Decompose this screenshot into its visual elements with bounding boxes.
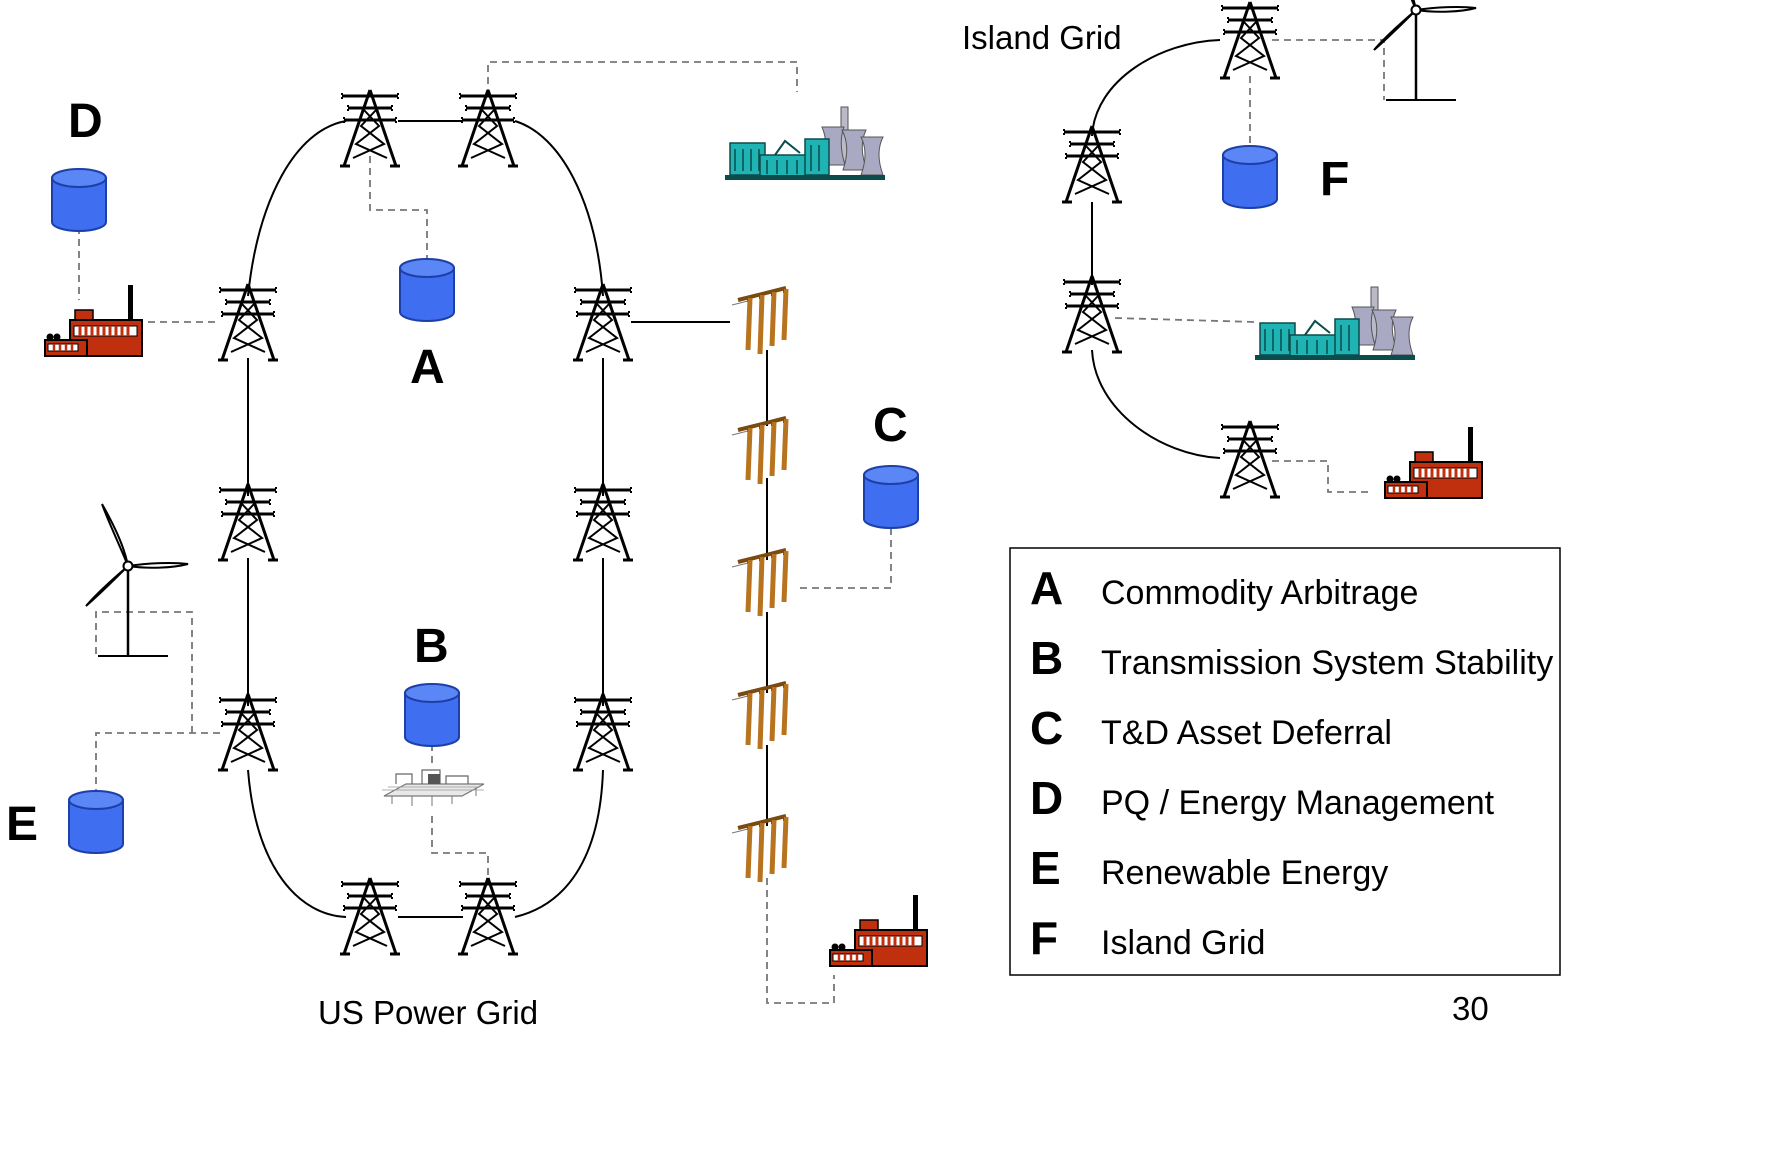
legend-item: E Renewable Energy (1030, 842, 1388, 894)
legend-item: C T&D Asset Deferral (1030, 702, 1392, 754)
us-grid-towers (216, 88, 635, 956)
site-label-c: C (873, 399, 908, 452)
page-number: 30 (1452, 990, 1489, 1027)
battery-storage-icon-e (68, 790, 124, 854)
legend-text: PQ / Energy Management (1101, 784, 1495, 822)
utility-pole-4 (732, 683, 786, 749)
island-connector-factory (1272, 460, 1373, 493)
island-wire-top-arc (1091, 39, 1221, 137)
utility-pole-3 (732, 550, 786, 616)
tower-bottom-left (338, 876, 402, 956)
wire-bottom-left-arc (247, 769, 347, 918)
island-connector-turbine (1272, 39, 1385, 100)
island-wire-bottom-arc (1091, 349, 1221, 459)
factory-icon-c (828, 893, 929, 968)
wire-top-left-arc (247, 120, 347, 297)
battery-storage-icon-c (863, 465, 919, 529)
legend-item: F Island Grid (1030, 912, 1265, 964)
island-connector-plant (1114, 317, 1256, 323)
site-label-e: E (6, 798, 38, 851)
legend-letter: C (1030, 702, 1063, 754)
island-tower-lower (1060, 274, 1124, 354)
island-tower-bottom (1218, 419, 1282, 499)
legend-item: B Transmission System Stability (1030, 632, 1553, 684)
connector-a-battery (369, 156, 428, 265)
substation-icon (381, 769, 485, 807)
us-grid-connectors (78, 61, 892, 1004)
site-label-d: D (68, 95, 103, 148)
battery-storage-icon-f (1222, 145, 1278, 209)
island-grid-title: Island Grid (962, 19, 1122, 56)
wind-turbine-icon-f (1372, 0, 1478, 102)
utility-pole-1 (732, 288, 786, 354)
legend-text: T&D Asset Deferral (1101, 714, 1392, 752)
site-label-b: B (414, 620, 449, 673)
us-power-grid-label: US Power Grid (318, 994, 538, 1031)
factory-icon-d (43, 283, 144, 358)
legend-item: A Commodity Arbitrage (1030, 562, 1418, 614)
connector-bottom-factory (766, 878, 835, 1004)
legend-letter: D (1030, 772, 1063, 824)
wire-top-right-arc (514, 120, 604, 297)
power-plant-icon (724, 106, 886, 181)
legend-letter: B (1030, 632, 1063, 684)
tower-bottom-right (456, 876, 520, 956)
tower-top-right (456, 88, 520, 168)
site-label-a: A (410, 341, 445, 394)
island-factory-icon (1383, 425, 1484, 500)
island-grid-towers (1060, 0, 1282, 499)
battery-storage-icon-d (51, 168, 107, 232)
legend-box (1009, 547, 1561, 976)
connector-b (431, 744, 489, 885)
island-tower-upper (1060, 124, 1124, 204)
battery-storage-icon-b (404, 683, 460, 747)
us-grid-wires (247, 120, 768, 918)
connector-d (78, 227, 220, 323)
island-power-plant-icon (1254, 286, 1416, 361)
wire-bottom-right-arc (514, 769, 604, 918)
connector-top-plant (487, 61, 798, 96)
legend-letter: E (1030, 842, 1061, 894)
site-label-f: F (1320, 153, 1349, 206)
legend-letter: F (1030, 912, 1058, 964)
connector-c-battery (800, 525, 892, 589)
island-grid-wires (1091, 39, 1221, 459)
legend-text: Transmission System Stability (1101, 644, 1553, 682)
wind-turbine-icon-e (84, 502, 190, 658)
utility-pole-5 (732, 816, 786, 882)
battery-storage-icon-a (399, 258, 455, 322)
island-tower-top (1218, 0, 1282, 80)
legend-text: Commodity Arbitrage (1101, 574, 1418, 612)
tower-top-left (338, 88, 402, 168)
legend-text: Island Grid (1101, 924, 1265, 962)
utility-pole-2 (732, 418, 786, 484)
legend: A Commodity Arbitrage B Transmission Sys… (1009, 547, 1561, 976)
legend-item: D PQ / Energy Management (1030, 772, 1495, 824)
legend-letter: A (1030, 562, 1063, 614)
distribution-poles (732, 288, 786, 882)
connector-e (95, 611, 220, 820)
legend-text: Renewable Energy (1101, 854, 1388, 892)
